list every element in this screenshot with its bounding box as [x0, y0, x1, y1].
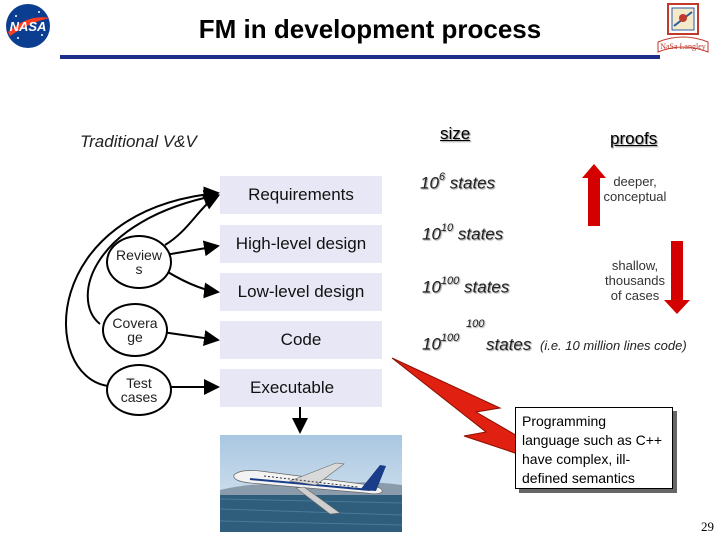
stage-low-level-design: Low-level design [220, 273, 382, 311]
state-count-code-exp2: 100 [466, 318, 485, 330]
arc-reviews-to-requirements [164, 195, 220, 246]
stage-label: Requirements [248, 185, 354, 204]
airplane-photo [220, 435, 402, 532]
stage-requirements: Requirements [220, 176, 382, 214]
arrow-down-shallower [664, 241, 690, 314]
langley-emblem-logo: NaSa Langley [654, 2, 712, 60]
semantics-callout: Programming language such as C++ have co… [515, 407, 673, 489]
stage-label: High-level design [235, 234, 367, 253]
arrow-reviews-to-hld [164, 240, 220, 257]
arrow-up-deeper [582, 164, 606, 226]
arc-testcases-to-requirements [64, 186, 220, 387]
stage-code: Code [220, 321, 382, 359]
nasa-logo-text: NASA [10, 19, 47, 34]
page-title: FM in development process [198, 14, 542, 44]
stage-label: Code [280, 330, 322, 349]
proof-note-deeper: deeper,conceptual [603, 174, 667, 204]
size-column-heading: size [440, 124, 471, 143]
stage-executable: Executable [220, 369, 382, 407]
state-count-requirements: 106 states [420, 171, 496, 193]
title-rule [60, 55, 660, 59]
state-count-code: 10100 [422, 332, 460, 354]
nasa-meatball-logo: NASA [4, 2, 52, 50]
traditional-vv-heading: Traditional V&V [80, 132, 197, 151]
arrow-coverage-to-code [161, 330, 220, 346]
stage-label: Executable [250, 378, 335, 397]
state-count-hld: 1010 states [422, 222, 504, 244]
state-count-code-word: states [486, 335, 532, 354]
state-count-code-note: (i.e. 10 million lines code) [540, 338, 687, 353]
langley-logo-text: NaSa Langley [660, 42, 706, 51]
stage-label: Low-level design [237, 282, 365, 301]
page-number: 29 [701, 519, 714, 534]
stage-high-level-design: High-level design [220, 225, 382, 263]
state-count-lld: 10100 states [422, 275, 510, 297]
proofs-column-heading: proofs [610, 129, 658, 148]
arc-coverage-to-requirements [86, 189, 220, 325]
